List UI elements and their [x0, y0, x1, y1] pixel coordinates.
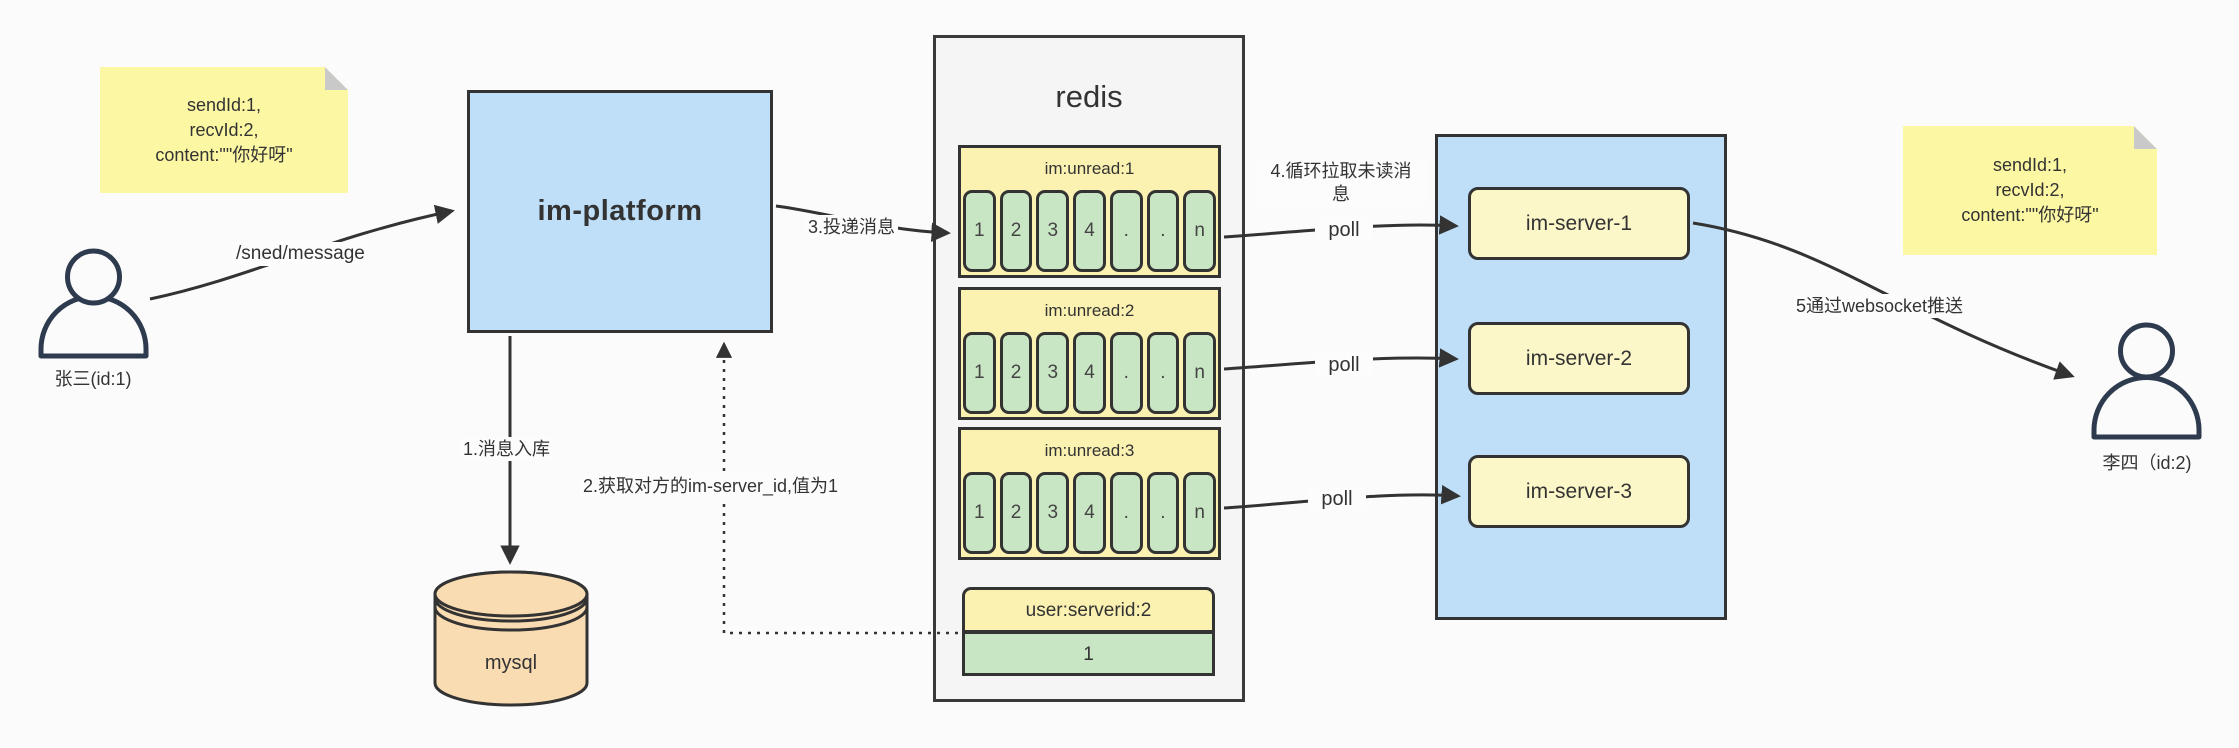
im-server-label: im-server-2: [1525, 346, 1633, 370]
list-cell: 3: [1036, 332, 1070, 414]
im-server-2-node: im-server-2: [1468, 322, 1690, 395]
mysql-label: mysql: [484, 652, 538, 674]
im-platform-label: im-platform: [537, 195, 703, 227]
edge-label-send-message: /sned/message: [233, 242, 368, 266]
redis-list-title: im:unread:1: [1044, 159, 1135, 178]
list-cell: n: [1183, 190, 1217, 272]
list-cell: .: [1109, 332, 1143, 414]
kv-value: 1: [962, 631, 1215, 676]
list-cell: .: [1146, 472, 1180, 554]
redis-list-im-unread-2: im:unread:2 1 2 3 4 . . n: [958, 287, 1221, 420]
redis-list-cells: 1 2 3 4 . . n: [961, 472, 1218, 554]
im-server-label: im-server-3: [1525, 479, 1633, 503]
list-cell: 1: [962, 332, 996, 414]
list-cell: 4: [1073, 472, 1106, 554]
poll-loop-line: 4.循环拉取未读消: [1270, 161, 1412, 181]
list-cell: n: [1183, 332, 1217, 414]
redis-list-im-unread-3: im:unread:3 1 2 3 4 . . n: [958, 427, 1221, 560]
edge-label-get-serverid: 2.获取对方的im-server_id,值为1: [580, 474, 842, 498]
note-line: content:""你好呀": [1961, 205, 2099, 225]
list-cell: .: [1109, 190, 1143, 272]
note-line: sendId:1,: [1992, 155, 2068, 175]
redis-list-cells: 1 2 3 4 . . n: [961, 332, 1218, 414]
list-cell: 4: [1073, 332, 1106, 414]
list-cell: 1: [962, 472, 996, 554]
note-line: recvId:2,: [189, 119, 259, 140]
edge-label-websocket-push: 5通过websocket推送: [1793, 294, 1967, 318]
redis-list-title: im:unread:2: [1044, 301, 1135, 320]
list-cell: 2: [999, 472, 1033, 554]
list-cell: 3: [1036, 190, 1070, 272]
redis-list-title: im:unread:3: [1044, 441, 1135, 460]
im-server-label: im-server-1: [1525, 211, 1633, 235]
im-server-1-node: im-server-1: [1468, 187, 1690, 260]
list-cell: n: [1183, 472, 1217, 554]
receiver-label: 李四（id:2): [2102, 453, 2192, 473]
list-cell: 3: [1036, 472, 1070, 554]
redis-kv-user-serverid: user:serverid:2 1: [962, 587, 1215, 676]
edge-label-deliver: 3.投递消息: [805, 215, 899, 239]
note-line: recvId:2,: [1995, 180, 2065, 200]
list-cell: 4: [1073, 190, 1106, 272]
list-cell: .: [1109, 472, 1143, 554]
list-cell: 2: [999, 190, 1033, 272]
kv-title: user:serverid:2: [962, 587, 1215, 633]
im-server-3-node: im-server-3: [1468, 455, 1690, 528]
im-platform-node: im-platform: [467, 90, 773, 333]
list-cell: .: [1146, 190, 1180, 272]
poll-loop-line: 息: [1332, 184, 1350, 204]
redis-list-im-unread-1: im:unread:1 1 2 3 4 . . n: [958, 145, 1221, 278]
edge-label-poll-2: poll: [1315, 353, 1373, 377]
sticky-note-sender: sendId:1, recvId:2, content:""你好呀": [100, 67, 348, 193]
list-cell: 2: [999, 332, 1033, 414]
list-cell: .: [1146, 332, 1180, 414]
edge-label-poll-loop: 4.循环拉取未读消 息: [1255, 160, 1427, 206]
sender-label: 张三(id:1): [54, 369, 132, 389]
edge-label-store: 1.消息入库: [460, 437, 554, 461]
note-line: sendId:1,: [186, 94, 262, 115]
redis-list-cells: 1 2 3 4 . . n: [961, 190, 1218, 272]
edge-label-poll-3: poll: [1308, 487, 1366, 511]
edge-label-poll-1: poll: [1315, 218, 1373, 242]
redis-title: redis: [1055, 79, 1123, 114]
note-line: content:""你好呀": [155, 144, 293, 165]
list-cell: 1: [962, 190, 996, 272]
